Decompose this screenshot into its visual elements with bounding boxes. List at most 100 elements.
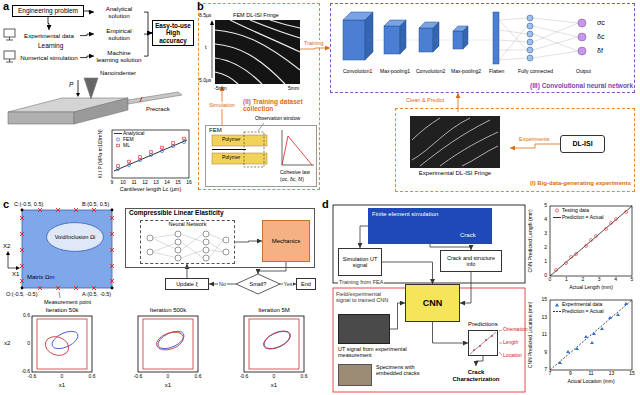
text-label: Max-pooling1 bbox=[380, 69, 410, 75]
node-text: Engineering problem bbox=[18, 7, 78, 14]
cnn-layers bbox=[578, 33, 586, 41]
cnn-layers bbox=[533, 26, 578, 37]
chart-d-location bbox=[584, 335, 588, 338]
network-diagram bbox=[147, 231, 229, 261]
legend-text: Prediction = Actual bbox=[562, 309, 604, 315]
node-text: DL-ISI bbox=[572, 140, 592, 148]
network-diagram bbox=[147, 249, 153, 255]
cnn-layers bbox=[533, 23, 578, 42]
text-label: 9 bbox=[111, 180, 114, 186]
text-label: 0 bbox=[544, 273, 547, 279]
chart-a bbox=[117, 137, 186, 167]
specimen-drawing bbox=[8, 112, 74, 124]
connector bbox=[187, 264, 188, 278]
specimen-drawing bbox=[84, 78, 98, 99]
node-text: (II) Training dataset collection bbox=[243, 98, 318, 113]
fem-model bbox=[282, 136, 312, 165]
text-label: 9 bbox=[544, 350, 547, 356]
node-text: Finite element simulation bbox=[372, 211, 488, 218]
text-label: x2 bbox=[4, 340, 10, 347]
text-label: 0 bbox=[27, 341, 30, 347]
process-box: Machine learning solution bbox=[94, 47, 144, 65]
text-label: 4 bbox=[544, 217, 547, 223]
process-box: Crack and structure info bbox=[440, 250, 502, 272]
legend-text: FEM bbox=[123, 137, 134, 143]
text-label: 13 bbox=[609, 371, 615, 377]
domain-square bbox=[16, 266, 20, 270]
domain-square bbox=[6, 251, 10, 255]
network-diagram bbox=[181, 234, 203, 242]
legend-entry: Prediction = Actual bbox=[553, 309, 604, 315]
connector bbox=[460, 272, 471, 303]
chart-d-length bbox=[550, 206, 632, 276]
legend-entry: Prediction = Actual bbox=[553, 215, 604, 221]
legend-sample bbox=[114, 137, 123, 142]
node-text: FEM bbox=[209, 127, 239, 134]
node-text: Simulation UT signal bbox=[341, 256, 379, 269]
chart-a bbox=[150, 151, 153, 154]
computer-icon bbox=[9, 59, 10, 62]
workflow-frames bbox=[333, 205, 525, 283]
network-diagram bbox=[223, 237, 229, 243]
experimental-fringe bbox=[412, 118, 440, 140]
legend-sample bbox=[553, 208, 562, 213]
process-box: UT signal from experimental measurement bbox=[338, 314, 390, 344]
workflow-frames bbox=[499, 330, 502, 331]
node-text: Easy-to-use High accuracy bbox=[155, 22, 191, 44]
diamond-shape: Small? bbox=[236, 274, 280, 294]
chart-d-length bbox=[605, 228, 608, 231]
text-label: 13 bbox=[541, 315, 547, 321]
cnn-layers bbox=[533, 51, 578, 58]
domain-square bbox=[20, 208, 114, 290]
experimental-fringe bbox=[412, 118, 498, 166]
process-box: End bbox=[296, 278, 316, 290]
text-label: 10 bbox=[120, 180, 126, 186]
chart-d-length bbox=[550, 206, 632, 276]
edge-label: Training from FEA bbox=[338, 279, 384, 285]
network-diagram bbox=[209, 240, 223, 258]
ellipse-outline bbox=[47, 223, 104, 252]
legend-sample bbox=[555, 303, 559, 307]
process-box: Easy-to-use High accuracy bbox=[152, 20, 194, 46]
connector bbox=[360, 226, 368, 248]
network-diagram bbox=[181, 234, 203, 250]
network-diagram bbox=[147, 235, 153, 241]
text-label: 7 bbox=[549, 371, 552, 377]
cnn-layers bbox=[365, 12, 373, 60]
node-text: Small? bbox=[250, 281, 267, 287]
text-label: 0 bbox=[549, 277, 552, 283]
process-box: Numerical simulation bbox=[18, 52, 80, 63]
domain-square bbox=[8, 268, 17, 269]
experimental-fringe bbox=[420, 120, 490, 166]
text-label: Convolution1 bbox=[343, 69, 372, 75]
connector bbox=[235, 241, 262, 242]
chart-a bbox=[112, 130, 189, 178]
process-box: Compressible Linear ElasticityNeural Net… bbox=[125, 208, 315, 268]
network-diagram bbox=[203, 239, 209, 245]
domain-square bbox=[21, 209, 114, 290]
text-label: (σc, δc, δf) bbox=[280, 177, 304, 183]
process-box: CNN bbox=[405, 284, 460, 322]
text-label: O:(-0.5, -0.5) bbox=[6, 291, 37, 297]
cnn-layers bbox=[434, 40, 453, 41]
connector bbox=[80, 34, 94, 36]
chart-d-location bbox=[575, 347, 579, 350]
fem-model bbox=[212, 153, 267, 164]
connector bbox=[510, 144, 560, 148]
text-label: Max-pooling2 bbox=[451, 69, 481, 75]
diamond-outline bbox=[236, 274, 280, 294]
edge-label: Experiments bbox=[518, 136, 551, 142]
chart-a bbox=[127, 163, 130, 166]
cnn-layers bbox=[384, 26, 400, 54]
text-label: 0.6 bbox=[89, 374, 96, 380]
connector bbox=[382, 262, 433, 284]
fringe-image bbox=[270, 20, 300, 28]
text-label: x1 bbox=[165, 382, 171, 389]
fringe-image bbox=[215, 58, 262, 84]
chart-d-location bbox=[550, 300, 632, 370]
domain-square bbox=[59, 292, 60, 298]
process-box: (II) Training dataset collectionFEM DL-I… bbox=[198, 3, 320, 190]
cnn-layers bbox=[527, 47, 533, 53]
text-label: σc bbox=[597, 19, 605, 27]
